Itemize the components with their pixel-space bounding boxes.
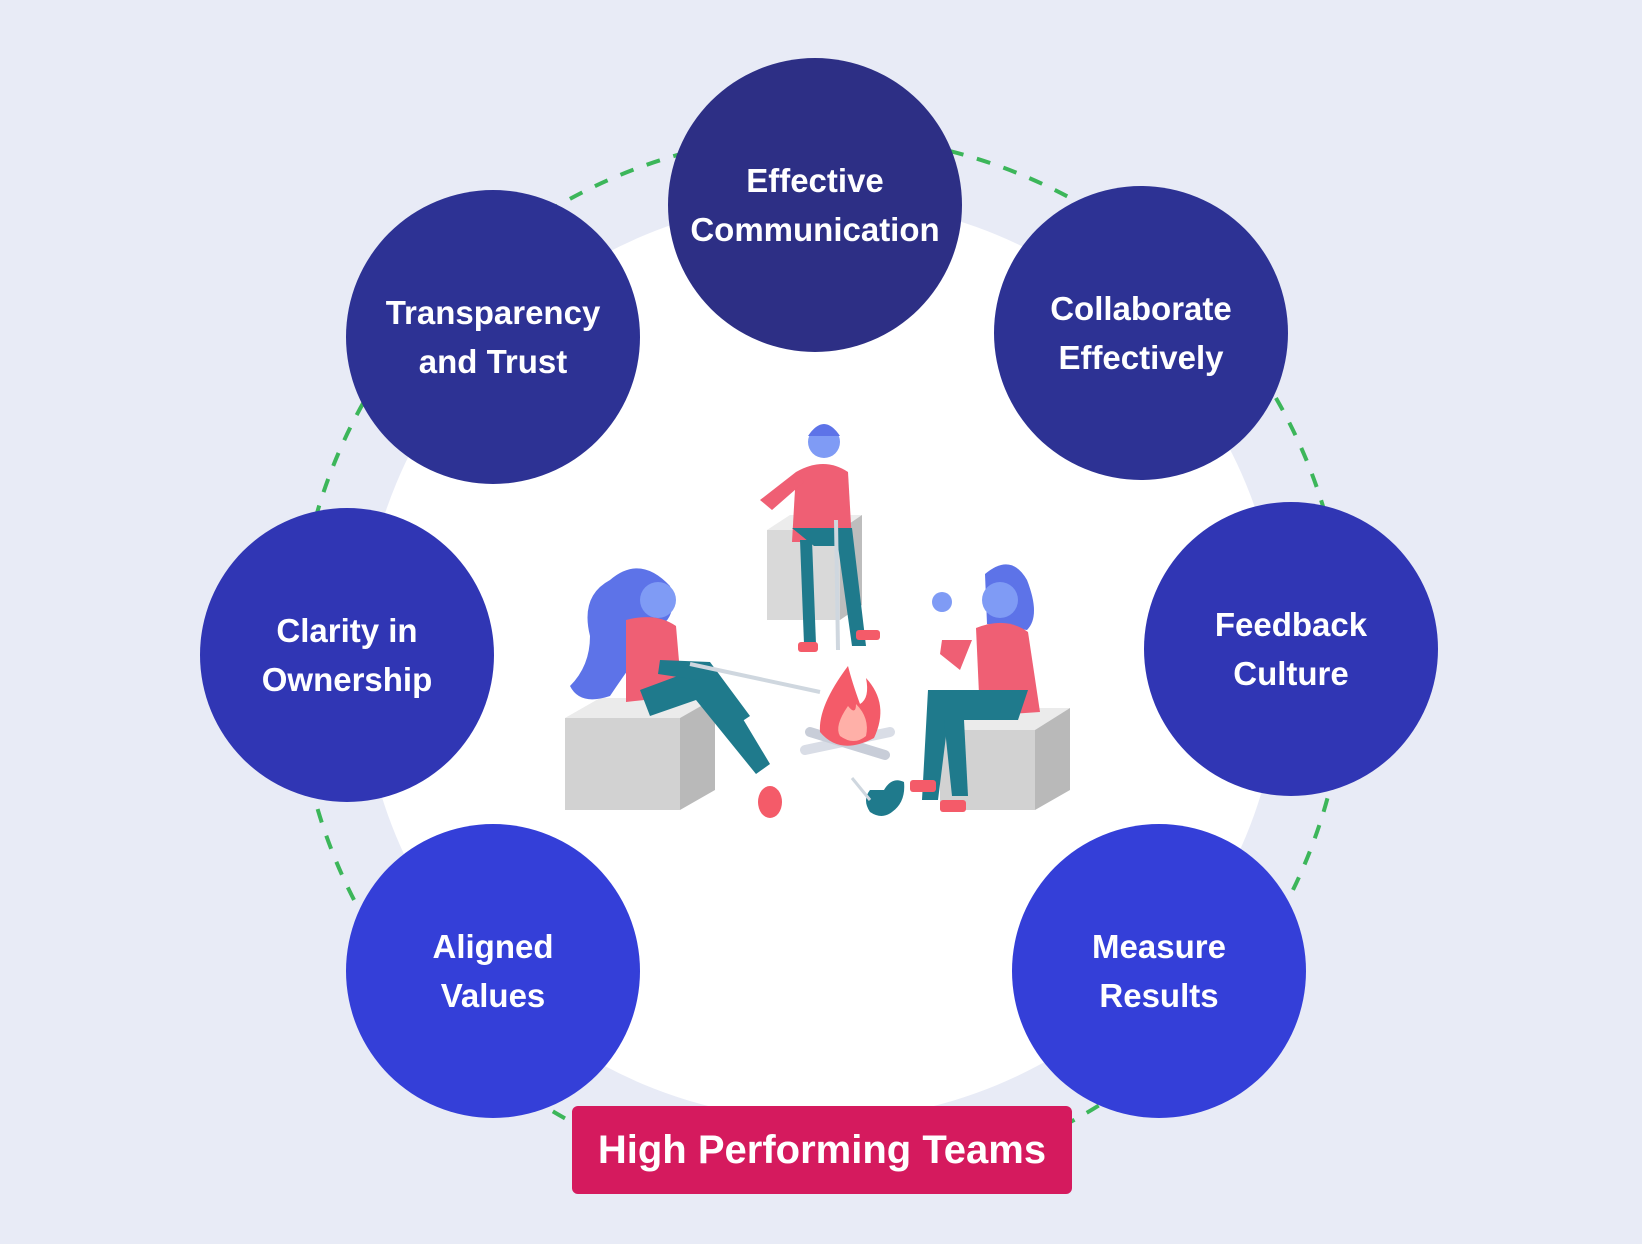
top-person-icon: [760, 424, 880, 652]
node-label: Effective Communication: [690, 162, 940, 248]
squirrel-icon: [850, 777, 905, 816]
campfire-team-icon: [565, 424, 1070, 818]
node-collaborate-effectively: Collaborate Effectively: [994, 186, 1288, 480]
fire-icon: [800, 666, 895, 760]
node-label: Aligned Values: [432, 928, 554, 1014]
node-measure-results: Measure Results: [1012, 824, 1306, 1118]
node-label: Transparency and Trust: [385, 294, 601, 380]
diagram-title: High Performing Teams: [597, 1127, 1047, 1172]
right-person-icon: [910, 564, 1040, 812]
node-label: Collaborate Effectively: [1050, 290, 1232, 376]
node-feedback-culture: Feedback Culture: [1144, 502, 1438, 796]
title-banner: High Performing Teams: [572, 1106, 1072, 1194]
left-box-icon: [565, 698, 715, 810]
node-label: Measure Results: [1092, 928, 1226, 1014]
node-effective-communication: Effective Communication: [668, 58, 962, 352]
node-label: Feedback Culture: [1214, 606, 1368, 692]
node-clarity-in-ownership: Clarity in Ownership: [200, 508, 494, 802]
left-person-icon: [570, 568, 821, 818]
node-label: Clarity in Ownership: [261, 612, 433, 698]
node-transparency-and-trust: Transparency and Trust: [346, 190, 640, 484]
node-aligned-values: Aligned Values: [346, 824, 640, 1118]
